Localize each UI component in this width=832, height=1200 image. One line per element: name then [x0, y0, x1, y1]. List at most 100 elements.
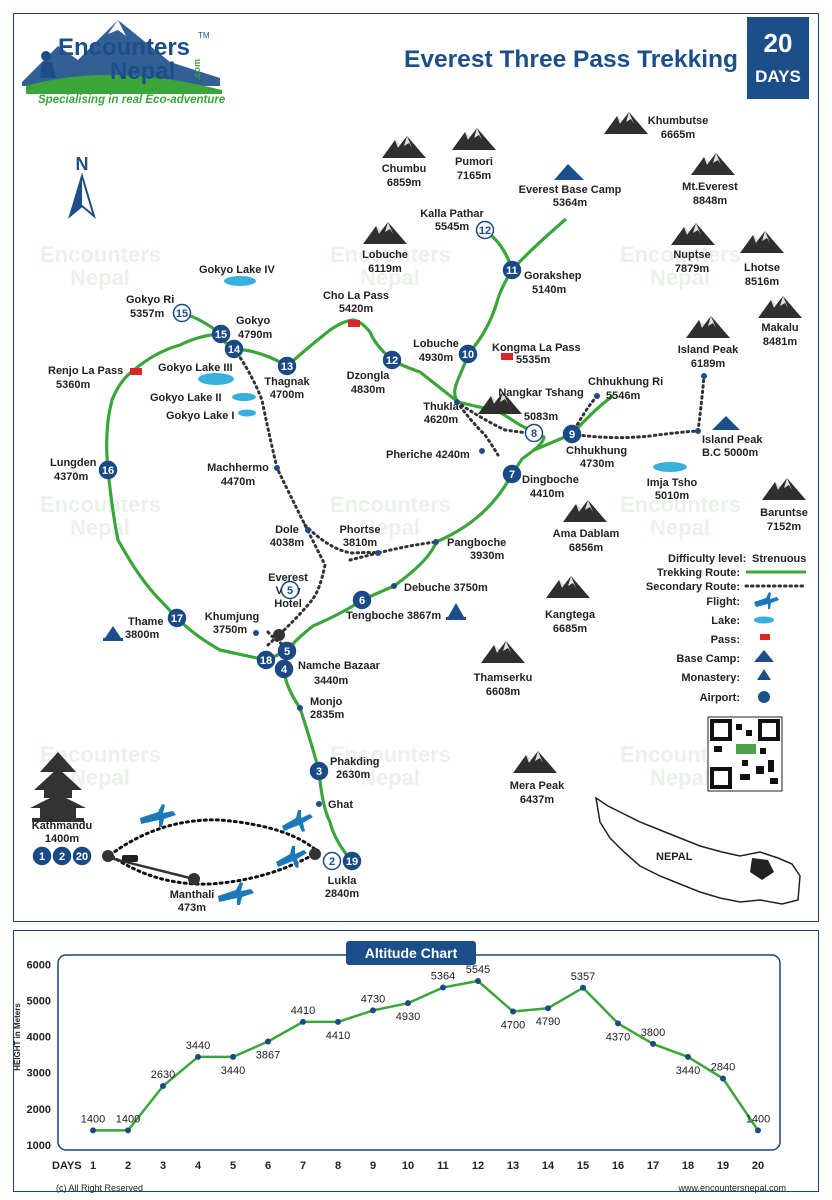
svg-text:5083m: 5083m [524, 411, 558, 423]
svg-text:5357m: 5357m [130, 308, 164, 320]
legend-difficulty-label: Difficulty level: [668, 553, 746, 565]
svg-text:Dole: Dole [275, 524, 299, 536]
days-badge-number: 20 [764, 28, 793, 58]
data-point [370, 1007, 376, 1014]
svg-text:8516m: 8516m [745, 276, 779, 288]
svg-text:Nepal: Nepal [650, 515, 710, 540]
svg-text:5420m: 5420m [339, 303, 373, 315]
svg-text:4700m: 4700m [270, 389, 304, 401]
lake-gokyo-iii [198, 373, 234, 385]
svg-text:Monastery:: Monastery: [681, 672, 740, 684]
map-frame [13, 13, 819, 922]
secondary-route [232, 347, 706, 647]
svg-text:6189m: 6189m [691, 358, 725, 370]
svg-text:2835m: 2835m [310, 709, 344, 721]
svg-text:Kalla Pathar: Kalla Pathar [420, 208, 484, 220]
data-label: 4700 [501, 1019, 525, 1031]
svg-text:Encounters: Encounters [620, 242, 741, 267]
day-marker-label: 8 [531, 428, 537, 440]
svg-text:Mera Peak: Mera Peak [510, 780, 565, 792]
north-label: N [76, 154, 89, 174]
data-label: 2840 [711, 1061, 735, 1073]
svg-text:4730m: 4730m [580, 458, 614, 470]
day-marker-label: 15 [176, 308, 188, 320]
svg-text:Namche Bazaar: Namche Bazaar [298, 660, 381, 672]
data-label: 4790 [536, 1016, 560, 1028]
svg-text:5360m: 5360m [56, 379, 90, 391]
data-label: 4930 [396, 1011, 420, 1023]
svg-text:Trekking Route:: Trekking Route: [657, 567, 740, 579]
x-tick-label: 19 [717, 1160, 729, 1172]
data-label: 5364 [431, 971, 455, 983]
data-label: 5545 [466, 964, 490, 976]
svg-text:Nepal: Nepal [70, 765, 130, 790]
svg-text:Tengboche 3867m: Tengboche 3867m [346, 610, 441, 622]
day-marker-15 [211, 324, 231, 344]
svg-text:Kathmandu: Kathmandu [32, 820, 93, 832]
pass-flag-icon [130, 320, 513, 375]
svg-text:6859m: 6859m [387, 177, 421, 189]
svg-text:3800m: 3800m [125, 629, 159, 641]
svg-text:3930m: 3930m [470, 550, 504, 562]
x-tick-label: 3 [160, 1160, 166, 1172]
nepal-outline-map: NEPAL [594, 796, 801, 905]
svg-text:Gokyo Lake IV: Gokyo Lake IV [199, 264, 275, 276]
y-tick-label: 1000 [27, 1140, 51, 1152]
svg-text:B.C 5000m: B.C 5000m [702, 447, 758, 459]
svg-text:Nepal: Nepal [650, 765, 710, 790]
svg-text:Encounters: Encounters [620, 492, 741, 517]
svg-text:Khumjung: Khumjung [205, 611, 259, 623]
data-label: 4410 [326, 1030, 350, 1042]
svg-text:Flight:: Flight: [706, 596, 740, 608]
x-tick-label: 8 [335, 1160, 341, 1172]
data-label: 3440 [186, 1040, 210, 1052]
svg-text:Machhermo: Machhermo [207, 462, 269, 474]
svg-text:Debuche 3750m: Debuche 3750m [404, 582, 488, 594]
data-label: 3440 [221, 1065, 245, 1077]
x-tick-label: 1 [90, 1160, 96, 1172]
data-label: 1400 [116, 1113, 140, 1125]
day-marker-label: 2 [59, 851, 65, 863]
chart-plot-box [57, 954, 781, 1151]
svg-text:3810m: 3810m [343, 537, 377, 549]
svg-text:2630m: 2630m [336, 769, 370, 781]
data-point [545, 1005, 551, 1012]
legend-difficulty-value: Strenuous [752, 553, 806, 565]
day-marker-label: 14 [228, 344, 241, 356]
svg-text:2840m: 2840m [325, 888, 359, 900]
data-label: 4410 [291, 1005, 315, 1017]
svg-text:Nepal: Nepal [360, 765, 420, 790]
stop-dots [253, 373, 707, 807]
svg-text:Nepal: Nepal [70, 265, 130, 290]
day-marker-label: 16 [102, 465, 114, 477]
x-tick-label: 16 [612, 1160, 624, 1172]
day-marker-label: 10 [462, 349, 474, 361]
footer-website: www.encountersnepal.com [677, 1183, 786, 1193]
svg-text:Imja Tsho: Imja Tsho [647, 477, 698, 489]
brand-name-line1: Encounters [58, 34, 190, 61]
svg-text:Encounters: Encounters [330, 242, 451, 267]
x-tick-label: 7 [300, 1160, 306, 1172]
lake-gokyo-i [238, 409, 256, 417]
lake-imja-tsho [653, 462, 687, 472]
svg-text:8481m: 8481m [763, 336, 797, 348]
svg-text:Gokyo Lake II: Gokyo Lake II [150, 392, 222, 404]
data-label: 3440 [676, 1065, 700, 1077]
svg-text:3440m: 3440m [314, 675, 348, 687]
temple-icon [30, 752, 86, 822]
svg-text:7879m: 7879m [675, 263, 709, 275]
day-marker-label: 7 [509, 469, 515, 481]
brand-domain: .com [192, 59, 202, 80]
svg-text:Encounters: Encounters [330, 492, 451, 517]
days-badge [747, 17, 809, 99]
data-point [720, 1075, 726, 1082]
svg-text:Thagnak: Thagnak [264, 376, 310, 388]
svg-text:Island Peak: Island Peak [678, 344, 739, 356]
chart-ylabel: HEIGHT in Meters [13, 1003, 22, 1071]
svg-text:4620m: 4620m [424, 414, 458, 426]
svg-text:4830m: 4830m [351, 384, 385, 396]
svg-text:Lukla: Lukla [328, 875, 358, 887]
day-marker-label: 18 [260, 655, 272, 667]
data-point [335, 1018, 341, 1025]
